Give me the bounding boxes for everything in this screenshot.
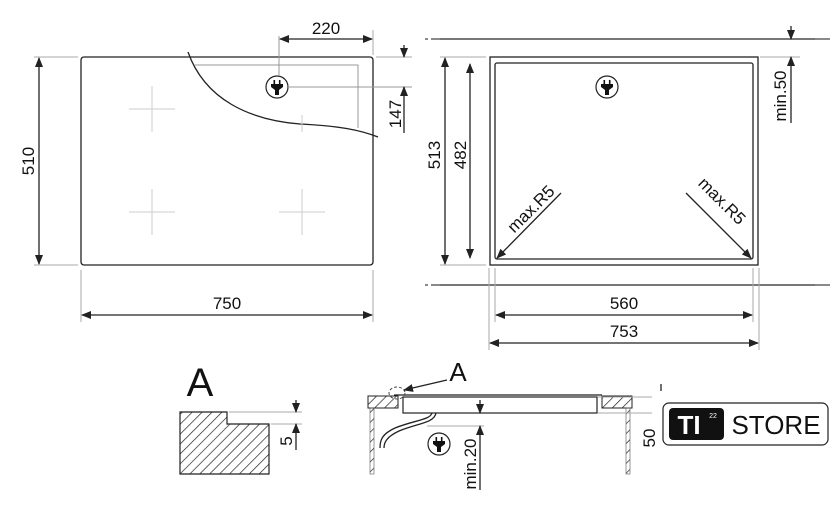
clearance-label: min.20 — [461, 438, 480, 489]
width-label: 750 — [213, 294, 241, 313]
logo-mark: TI — [677, 410, 700, 440]
radius-left-label: max.R5 — [504, 182, 559, 237]
logo-superscript: 22 — [709, 413, 717, 420]
plug-icon — [595, 75, 619, 99]
min-top-label: min.50 — [771, 70, 790, 121]
ti-store-logo: TI 22 STORE — [662, 402, 829, 446]
plug-offset-x-label: 220 — [312, 19, 340, 38]
power-cable — [383, 412, 437, 449]
plug-offset-y-label: 147 — [386, 100, 405, 128]
worktop-section — [179, 411, 270, 475]
side-section-view: A min.20 50 — [367, 357, 662, 490]
inner-width-label: 560 — [610, 294, 638, 313]
plug-icon — [265, 75, 289, 99]
cutout-outer — [489, 56, 759, 266]
logo-word: STORE — [731, 410, 820, 440]
connection-zone — [195, 64, 359, 128]
detail-a: A 5 — [179, 361, 302, 475]
cabinet-wall-left — [369, 407, 375, 475]
depth-label: 510 — [19, 147, 38, 175]
detail-callout-circle — [388, 386, 406, 400]
hob-outline — [80, 56, 374, 266]
cabinet-wall-right — [625, 407, 631, 475]
cooking-zone-marks — [129, 86, 325, 235]
hob-body — [402, 396, 598, 414]
worktop-left — [367, 395, 399, 409]
outer-width-label: 753 — [610, 322, 638, 341]
worktop-right — [601, 395, 633, 409]
cutout-inner — [494, 62, 754, 260]
detail-title: A — [187, 361, 214, 405]
cable-curve — [187, 51, 379, 138]
radius-right-label: max.R5 — [694, 174, 749, 229]
detail-callout-label: A — [449, 357, 467, 387]
thickness-label: 50 — [640, 429, 659, 448]
hob-top-view: 220 147 510 750 — [19, 19, 412, 322]
plug-icon — [427, 432, 451, 456]
inner-depth-label: 482 — [451, 141, 470, 169]
cutout-view: min.50 513 482 max.R5 max.R5 560 753 — [425, 26, 830, 350]
outer-depth-label: 513 — [425, 141, 444, 169]
step-label: 5 — [277, 436, 296, 445]
